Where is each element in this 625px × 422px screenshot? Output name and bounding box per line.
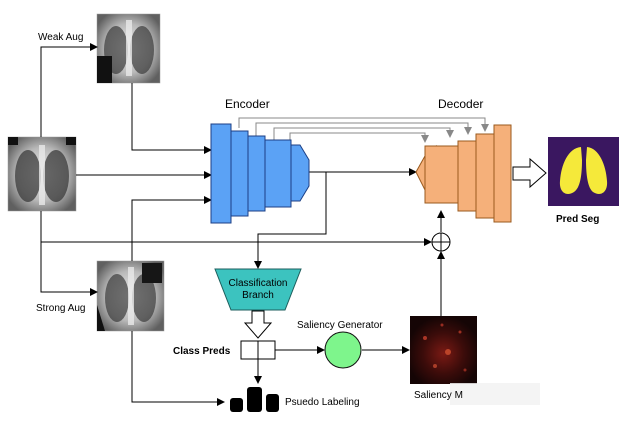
watermark-fade: [450, 383, 540, 405]
strong-aug-label: Strong Aug: [36, 303, 85, 314]
xray-weak-aug-image: [96, 13, 161, 84]
classification-branch-block: [214, 268, 302, 311]
pred-seg-label: Pred Seg: [556, 214, 599, 225]
connector-lines: [40, 43, 445, 406]
circle-plus-icon: [431, 232, 451, 252]
weak-aug-label: Weak Aug: [38, 32, 83, 43]
saliency-generator-label: Saliency Generator: [297, 320, 383, 331]
decoder-block: [415, 124, 512, 223]
saliency-map-image: [410, 316, 477, 384]
block-arrow-icon: [512, 157, 547, 189]
encoder-block: [210, 123, 310, 224]
class-preds-label: Class Preds: [173, 346, 231, 357]
saliency-generator-node: [324, 331, 362, 369]
decoder-label: Decoder: [438, 97, 483, 111]
pseudo-labeling-label: Psuedo Labeling: [285, 397, 360, 408]
skip-connections: [238, 117, 489, 144]
classification-label-line2: Branch: [242, 290, 274, 301]
pred-seg-image: [548, 137, 619, 206]
encoder-label: Encoder: [225, 97, 270, 111]
block-arrow-icon: [243, 310, 273, 339]
xray-strong-aug-image: [96, 260, 165, 332]
pseudo-labeling-icon: [230, 387, 279, 412]
classification-label-line1: Classification: [229, 278, 288, 289]
class-preds-box: [240, 340, 276, 360]
saliency-map-label: Saliency M: [414, 390, 463, 401]
xray-input-image: [7, 136, 77, 212]
